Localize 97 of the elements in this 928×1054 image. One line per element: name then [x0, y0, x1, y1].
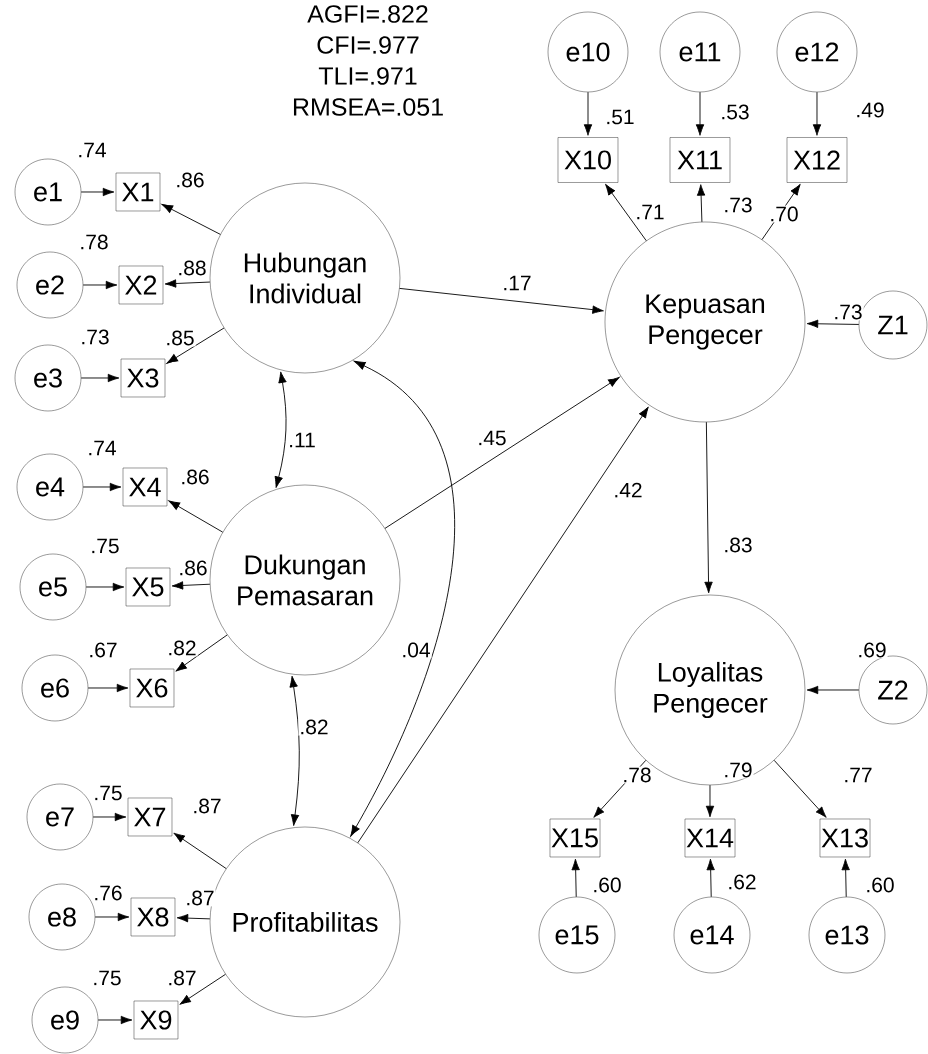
edge-label: .73 [722, 196, 754, 214]
value-label: .51 [607, 109, 634, 125]
arrow [761, 183, 801, 241]
edge-label: .85 [164, 329, 196, 347]
indicator-box: X8 [130, 897, 176, 937]
arrow [164, 279, 211, 288]
indicator-box: X15 [549, 818, 601, 858]
arrow [80, 187, 115, 197]
value-label: .73 [82, 329, 109, 345]
arrow [173, 832, 227, 870]
arrow [274, 371, 287, 488]
value-label: .78 [81, 234, 108, 250]
arrow [85, 582, 125, 592]
edge-label: .69 [856, 641, 888, 659]
indicator-box: X6 [129, 668, 175, 708]
arrow [357, 406, 649, 844]
indicator-box: X11 [669, 137, 731, 183]
edge-label: .70 [768, 205, 800, 223]
arrow [704, 421, 713, 594]
edge-label: .11 [287, 431, 317, 449]
fit-index-label: AGFI=.822 [307, 5, 428, 23]
arrow [806, 685, 860, 695]
edge-label: .04 [400, 641, 432, 659]
edge-label: .83 [722, 536, 754, 554]
arrow [812, 91, 822, 136]
arrow [350, 360, 456, 837]
arrow [695, 91, 705, 136]
edge-label: .79 [722, 761, 754, 779]
indicator-box: X10 [557, 137, 619, 183]
arrow [82, 482, 122, 492]
indicator-box: X12 [786, 137, 848, 183]
value-label: .60 [594, 877, 621, 893]
arrow [605, 183, 647, 242]
indicator-box: X1 [115, 172, 161, 212]
indicator-box: X4 [122, 467, 168, 507]
edge-label: .17 [501, 274, 533, 292]
arrow [399, 287, 604, 314]
edge-label: .82 [298, 718, 330, 736]
value-label: .67 [90, 642, 117, 658]
indicator-box: X3 [120, 358, 166, 398]
edge-label: .77 [842, 766, 874, 784]
arrow [773, 759, 827, 818]
indicator-box: X14 [684, 818, 736, 858]
edge-label: .86 [174, 171, 206, 189]
indicator-box: X9 [133, 1000, 179, 1040]
arrow [583, 91, 593, 136]
arrow [97, 1015, 133, 1025]
fit-index-label: TLI=.971 [318, 67, 417, 85]
value-label: .60 [867, 877, 894, 893]
edge-label: .73 [832, 303, 864, 321]
value-label: .75 [94, 970, 121, 986]
arrow [175, 634, 228, 672]
fit-index-label: RMSEA=.051 [293, 98, 443, 116]
arrow [705, 784, 715, 818]
value-label: .74 [79, 142, 106, 158]
edge-label: .87 [191, 797, 223, 815]
arrow [384, 376, 620, 529]
value-label: .53 [722, 104, 749, 120]
arrow [289, 675, 300, 826]
value-label: .49 [857, 102, 884, 118]
arrow [171, 581, 211, 590]
edge-label: .45 [476, 429, 508, 447]
arrow [706, 858, 715, 898]
arrow [161, 203, 221, 235]
edge-label: .78 [621, 766, 653, 784]
arrow [571, 858, 580, 898]
edge-label: .87 [184, 889, 216, 907]
indicator-box: X5 [125, 567, 171, 607]
arrow [166, 327, 225, 364]
arrow [168, 500, 224, 533]
arrow [841, 858, 850, 898]
arrow [176, 913, 211, 923]
arrow [806, 319, 860, 328]
value-label: .62 [729, 874, 756, 890]
edge-label: .87 [166, 969, 198, 987]
edge-label: .71 [634, 203, 666, 221]
edge-label: .86 [177, 559, 209, 577]
edge-label: .86 [179, 468, 211, 486]
arrow [696, 184, 706, 223]
value-label: .75 [95, 785, 122, 801]
fit-index-label: CFI=.977 [317, 36, 419, 54]
arrow [80, 373, 120, 383]
arrow [82, 280, 118, 290]
edge-label: .42 [612, 481, 644, 499]
arrow [94, 912, 130, 922]
arrow [92, 812, 127, 822]
arrow [179, 973, 226, 1005]
arrow [593, 759, 647, 818]
edge-label: .88 [176, 259, 208, 277]
indicator-box: X7 [127, 797, 173, 837]
indicator-box: X2 [118, 265, 164, 305]
value-label: .74 [89, 440, 116, 456]
value-label: .76 [95, 885, 122, 901]
indicator-box: X13 [819, 818, 871, 858]
edge-label: .82 [166, 639, 198, 657]
value-label: .75 [92, 538, 119, 554]
arrow [87, 683, 129, 693]
